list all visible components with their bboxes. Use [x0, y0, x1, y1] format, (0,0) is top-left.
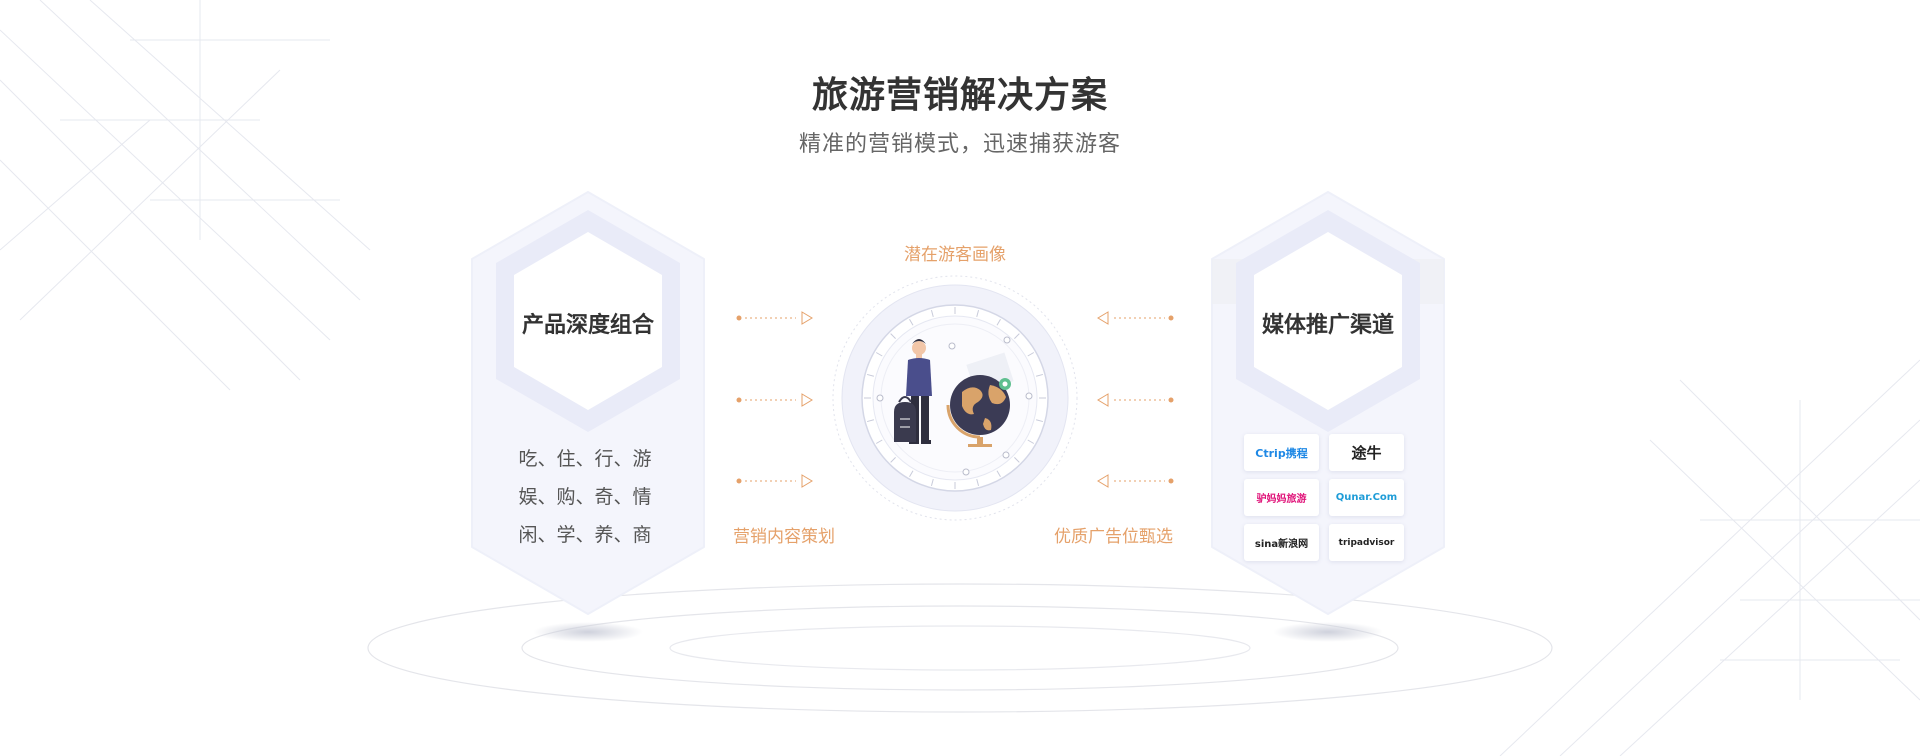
left-panel-heading: 产品深度组合 [488, 307, 688, 339]
qunar-logo[interactable]: Qunar.Com [1329, 479, 1404, 516]
content-planning-label: 营销内容策划 [733, 522, 835, 547]
tuniu-logo[interactable]: 途牛 [1329, 434, 1404, 471]
list-item: 吃、住、行、游 [515, 440, 655, 478]
right-hex-shadow [1273, 622, 1383, 642]
logo-text: sina新浪网 [1255, 535, 1308, 550]
right-arrows [1098, 312, 1174, 487]
tripadvisor-logo[interactable]: tripadvisor [1329, 524, 1404, 561]
logo-text: 途牛 [1351, 442, 1381, 463]
media-logos: Ctrip携程 途牛 驴妈妈旅游 Qunar.Com sina新浪网 tripa… [1244, 434, 1410, 561]
logo-text: 驴妈妈旅游 [1257, 490, 1307, 505]
platform-ellipses [368, 584, 1552, 712]
lvmama-logo[interactable]: 驴妈妈旅游 [1244, 479, 1319, 516]
right-panel-heading: 媒体推广渠道 [1228, 307, 1428, 339]
ctrip-logo[interactable]: Ctrip携程 [1244, 434, 1319, 471]
potential-tourist-label: 潜在游客画像 [904, 240, 1006, 265]
left-hex-shadow [533, 622, 643, 642]
logo-text: Ctrip携程 [1255, 445, 1307, 461]
list-item: 娱、购、奇、情 [515, 478, 655, 516]
logo-text: Qunar.Com [1336, 492, 1397, 503]
ad-placement-label: 优质广告位甄选 [1054, 522, 1173, 547]
logo-text: tripadvisor [1339, 538, 1395, 548]
list-item: 闲、学、养、商 [515, 516, 655, 554]
left-arrows [737, 312, 813, 487]
sina-logo[interactable]: sina新浪网 [1244, 524, 1319, 561]
product-combination-list: 吃、住、行、游 娱、购、奇、情 闲、学、养、商 [515, 440, 655, 554]
